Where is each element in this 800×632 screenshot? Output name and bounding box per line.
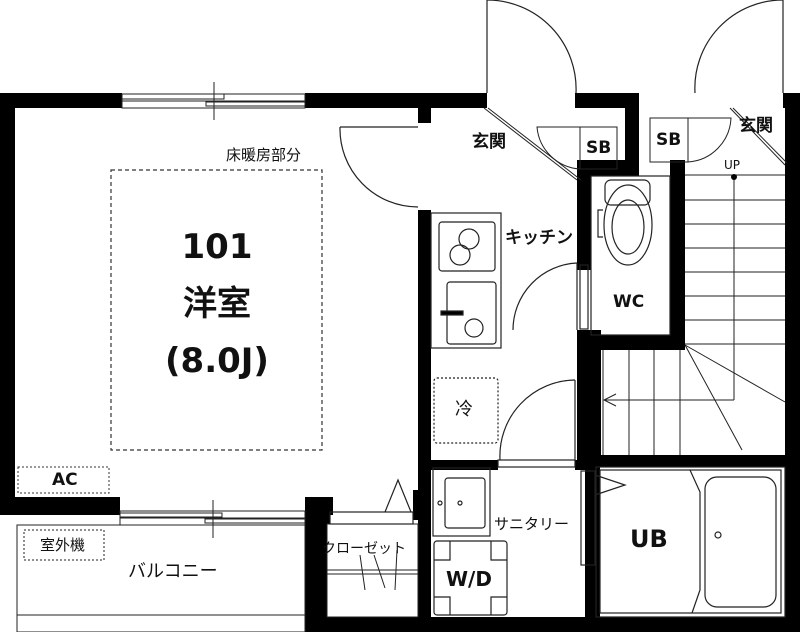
doors xyxy=(329,0,784,566)
ac-label: AC xyxy=(52,470,78,490)
unit-bath xyxy=(595,466,786,618)
shoe-box-left-label: SB xyxy=(586,138,612,158)
floor-heating-area xyxy=(110,169,323,451)
entrance-left-label: 玄関 xyxy=(472,132,506,152)
unit-number: 101 xyxy=(181,227,253,267)
sanitary-label: サニタリー xyxy=(494,515,570,533)
stairs xyxy=(602,174,786,455)
washer-dryer-label: W/D xyxy=(446,567,492,591)
entrance-right-label: 玄関 xyxy=(739,116,773,136)
entrance-details xyxy=(483,107,788,181)
unit-bath-label: UB xyxy=(630,525,668,553)
sanitary-fixtures xyxy=(432,467,508,616)
kitchen-label: キッチン xyxy=(505,228,573,248)
shoe-box-right-label: SB xyxy=(656,130,682,150)
stairs-start-dot xyxy=(731,174,737,180)
kitchen-counter xyxy=(430,212,502,444)
toilet-label: WC xyxy=(613,292,645,312)
ac-unit-outline xyxy=(17,466,110,494)
walls xyxy=(0,93,800,632)
room-type: 洋室 xyxy=(183,284,251,324)
floor-heating-label: 床暖房部分 xyxy=(226,146,302,164)
room-size: (8.0J) xyxy=(165,341,269,381)
balcony xyxy=(16,524,306,632)
stairs-up-label: UP xyxy=(724,158,741,172)
closet xyxy=(326,523,419,618)
outdoor-unit-label: 室外機 xyxy=(40,536,86,554)
toilet xyxy=(590,175,671,336)
closet-label: クローゼット xyxy=(322,541,406,557)
balcony-label: バルコニー xyxy=(128,561,218,582)
fridge-label: 冷 xyxy=(455,399,473,420)
